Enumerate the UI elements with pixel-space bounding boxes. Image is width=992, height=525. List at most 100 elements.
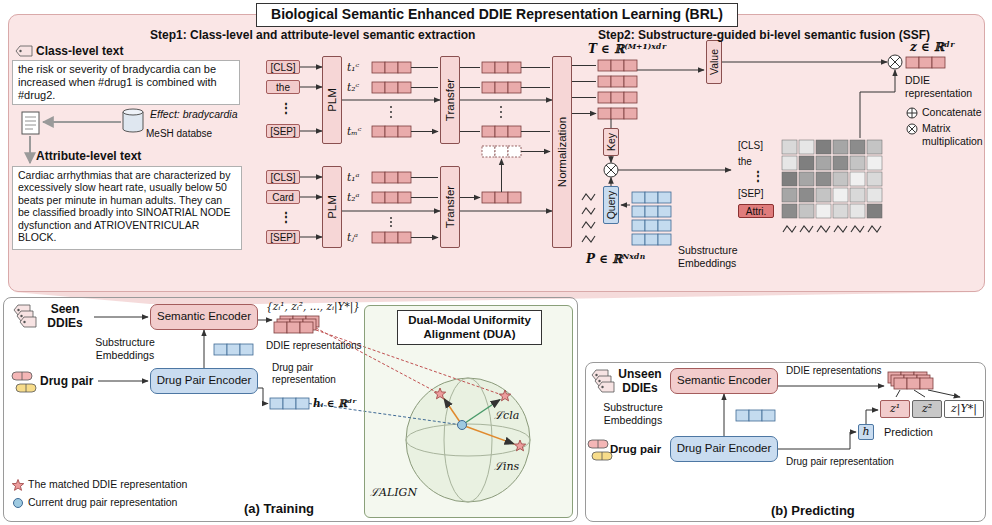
substructure-embedding [582, 236, 595, 242]
token-vector [598, 76, 637, 87]
training-icons [270, 398, 309, 409]
node-text: Cardiac arrhythmias that are characteriz… [18, 169, 236, 243]
node-text: Drug Pair Encoder [157, 374, 252, 387]
predicting-icons [592, 452, 612, 460]
connector-arrow [204, 330, 205, 368]
substructure-embedding [632, 234, 671, 245]
alignment-sphere [406, 378, 530, 502]
panel-fill [8, 14, 985, 292]
representation-marker [434, 388, 525, 451]
alignment-sphere [444, 378, 492, 502]
training-arrow [258, 320, 272, 321]
legend-sample [906, 123, 918, 135]
token-vector [906, 57, 945, 68]
text-label: hᵢ ∈ ℝᵈʳ [313, 397, 357, 410]
node-text: Transfer [444, 79, 456, 121]
mesh-database-icon [123, 109, 143, 132]
representation-marker [458, 421, 467, 430]
node-text: Card [272, 192, 294, 203]
module-box: Transfer [440, 166, 460, 248]
predicting-arrow [778, 386, 884, 387]
token-vector [482, 62, 521, 73]
operator-symbol [907, 124, 917, 134]
text-label: tₘᶜ [347, 125, 361, 138]
text-box: the risk or severity of bradycardia can … [12, 60, 240, 105]
training-arrow [258, 388, 268, 404]
connector-arrow [342, 100, 440, 101]
token-box: z¹ [880, 400, 910, 418]
text-label: DDIE representation [905, 74, 985, 99]
attention-grid [850, 140, 865, 154]
module-box: Transfer [440, 56, 460, 144]
node-text: [SEP] [270, 126, 296, 137]
text-label: Step2: Substructure-guided bi-level sema… [598, 28, 930, 42]
connector-arrow [460, 211, 552, 212]
node-text: z² [922, 403, 932, 415]
predicting-icons [894, 378, 933, 389]
encoder-box: Semantic Encoder [150, 304, 258, 330]
token-vector [372, 82, 411, 93]
node-text: Attri. [746, 206, 767, 217]
flow-arrow [501, 159, 502, 192]
flow-arrow [618, 170, 731, 171]
token-box: Attri. [738, 204, 774, 218]
predicting-icons [736, 410, 775, 421]
matrix-multiplication-symbol [890, 57, 900, 67]
class-text-icon [16, 46, 32, 56]
substructure-embedding [582, 222, 595, 228]
legend-text: Current drug pair representation [28, 496, 177, 509]
token-box: z² [912, 400, 942, 418]
star-marker [12, 480, 23, 491]
module-box: Normalization [552, 56, 572, 248]
node-text: Drug Pair Encoder [677, 442, 772, 455]
operator-symbol [907, 108, 917, 118]
matrix-multiplication-symbol [604, 163, 618, 177]
attention-grid [782, 156, 797, 170]
legend-sample [906, 107, 918, 119]
flow-arrow [572, 66, 596, 114]
encoder-box: Semantic Encoder [670, 368, 778, 394]
training-arrow [94, 317, 148, 318]
node-text: Normalization [556, 117, 568, 187]
node-text: z|Y*| [951, 403, 977, 415]
node-text: h [862, 426, 869, 438]
module-box: Key [603, 128, 619, 156]
mesh-database-icon [123, 109, 143, 115]
attention-grid [867, 204, 882, 218]
attention-grid [782, 188, 797, 202]
attention-grid [782, 204, 797, 218]
representation-marker [499, 390, 510, 401]
connector-arrow [300, 87, 322, 88]
attention-grid [833, 188, 848, 202]
panel-fill [8, 14, 985, 518]
connector-arrow [300, 131, 322, 132]
text-label: Seen DDIEs [38, 302, 92, 331]
representation-marker [434, 388, 445, 399]
legend-entry: Concatenate [906, 106, 982, 119]
token-vector [482, 146, 521, 157]
connector-arrow [724, 394, 725, 436]
text-label: t₁ᶜ [347, 61, 359, 74]
substructure-embedding [582, 194, 595, 200]
substructure-embedding [632, 192, 671, 203]
text-label: Unseen DDIEs [612, 367, 668, 396]
node-text: PLM [326, 195, 338, 219]
training-icons [12, 372, 32, 380]
matching-link [462, 425, 514, 444]
retrieval-arrow [43, 121, 121, 123]
predicting-arrow [866, 410, 878, 424]
node-text: Semantic Encoder [157, 310, 251, 323]
training-arrow [98, 381, 148, 382]
panel-fill [14, 292, 979, 304]
predicting-arrow [778, 386, 960, 449]
flow-arrow [637, 70, 704, 71]
text-label: ℒins [494, 460, 519, 473]
node-text: the risk or severity of bradycardia can … [18, 63, 234, 102]
token-vector [598, 108, 637, 119]
attention-grid [833, 156, 848, 170]
token-box: [CLS] [266, 60, 300, 74]
connector-arrow [300, 197, 322, 198]
text-label: P ∈ ℝᴺˣᵈⁿ [586, 252, 645, 266]
encoder-box: Drug Pair Encoder [150, 368, 258, 394]
token-box: [SEP] [266, 124, 300, 138]
